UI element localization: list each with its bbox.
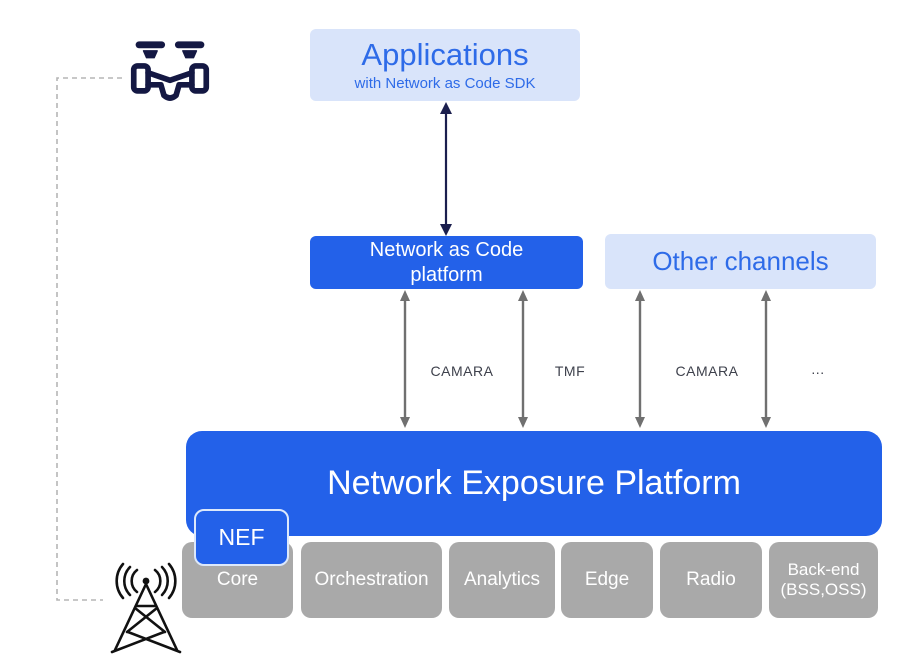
other-channels-label: Other channels [652,246,829,276]
api-label-tmf: TMF [554,363,586,379]
api-arrow-1 [400,290,410,428]
component-radio: Radio [660,542,762,618]
applications-box: Applications with Network as Code SDK [310,29,580,101]
radio-tower-icon [110,562,182,654]
nep-title: Network Exposure Platform [327,464,741,502]
applications-subtitle: with Network as Code SDK [354,74,536,92]
nep-box: Network Exposure Platform [186,431,882,536]
other-channels-box: Other channels [605,234,876,289]
nac-platform-line1: Network as Code [369,238,524,261]
component-analytics: Analytics [449,542,555,618]
nac-platform-box: Network as Code platform [310,236,583,289]
api-arrow-2 [518,290,528,428]
drone-to-tower-dashed-connector [56,77,122,601]
api-arrow-3 [635,290,645,428]
api-label-camara-1: CAMARA [430,363,494,379]
api-label-ellipsis: ... [811,361,825,377]
drone-icon [130,41,210,101]
component-backend: Back-end (BSS,OSS) [769,542,878,618]
api-label-camara-2: CAMARA [675,363,739,379]
nef-box: NEF [194,509,289,566]
api-arrow-4 [761,290,771,428]
component-edge: Edge [561,542,653,618]
applications-title: Applications [361,37,529,73]
component-orchestration: Orchestration [301,542,442,618]
nac-platform-line2: platform [410,263,483,286]
applications-nac-arrow [440,102,452,236]
